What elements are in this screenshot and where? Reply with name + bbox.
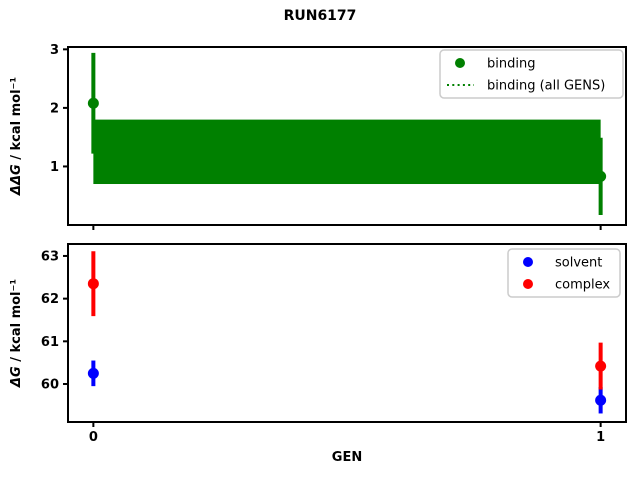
legend: solvent complex — [507, 248, 621, 298]
legend-label: binding (all GENS) — [487, 79, 605, 94]
solvent-point-gen1 — [595, 394, 607, 406]
bottom-y-axis-label: ΔG / kcal mol⁻¹ — [9, 279, 24, 388]
legend-label: complex — [555, 278, 610, 293]
binding-point-gen0 — [87, 97, 99, 109]
legend-box — [439, 49, 624, 99]
y-tick-label: 2 — [50, 101, 59, 116]
y-tick-label: 63 — [41, 250, 59, 265]
legend: binding binding (all GENS) — [439, 49, 624, 99]
y-tick-label: 3 — [50, 43, 59, 58]
y-tick-label: 1 — [50, 160, 59, 175]
y-tick-label: 61 — [41, 335, 59, 350]
binding-point-gen1 — [595, 170, 607, 182]
axes-frame — [67, 46, 627, 226]
legend-marker-solvent — [523, 257, 533, 267]
legend-marker-complex — [523, 279, 533, 289]
legend-marker-binding — [455, 58, 465, 68]
dg-plot: 60 61 62 63 0 1 solvent complex — [41, 243, 627, 445]
bottom-y-axis-label-units: / kcal mol⁻¹ — [9, 279, 24, 366]
ddg-binding-plot: 1 2 3 binding binding (all GENS) — [50, 43, 627, 230]
y-tick-label: 62 — [41, 292, 59, 307]
figure-title: RUN6177 — [284, 8, 357, 24]
legend-box — [507, 248, 621, 298]
complex-point-gen1 — [595, 360, 607, 372]
legend-label: binding — [487, 57, 535, 72]
bottom-y-axis-label-math: ΔG — [9, 366, 24, 388]
y-tick-label: 60 — [41, 378, 59, 393]
x-tick-label: 0 — [89, 430, 98, 445]
x-axis-label: GEN — [332, 450, 362, 465]
top-y-axis-label-math: ΔΔG — [9, 164, 24, 196]
top-y-axis-label-units: / kcal mol⁻¹ — [9, 77, 24, 164]
complex-point-gen0 — [87, 278, 99, 290]
top-y-axis-label: ΔΔG / kcal mol⁻¹ — [9, 77, 24, 196]
band-binding-all-gens- — [93, 119, 601, 185]
solvent-point-gen0 — [87, 367, 99, 379]
x-tick-label: 1 — [596, 430, 605, 445]
axes-frame — [67, 243, 627, 423]
plots-layer: 1 2 3 binding binding (all GENS) 60 61 62 63 0 1 so… — [41, 43, 627, 445]
legend-label: solvent — [555, 256, 602, 271]
